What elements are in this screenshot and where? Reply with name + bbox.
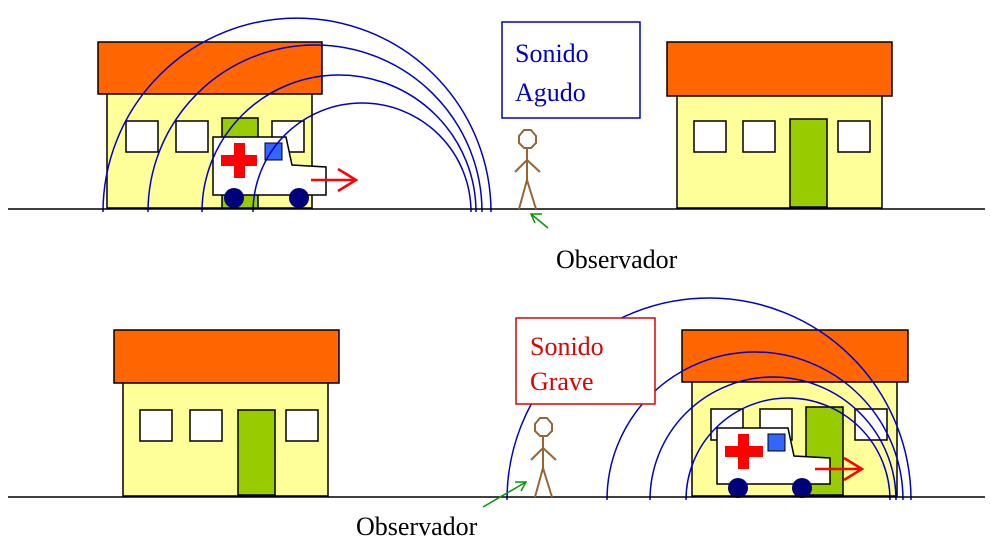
sound-wave xyxy=(685,397,891,501)
house-roof xyxy=(97,41,323,95)
house-window xyxy=(139,409,173,442)
figure-leg xyxy=(542,467,553,498)
sound-waves-bottom xyxy=(506,297,912,501)
house-door xyxy=(237,409,276,496)
top-panel: Sonido Agudo Observador xyxy=(8,17,985,274)
figure-arm xyxy=(530,447,544,461)
house-window xyxy=(742,120,776,153)
sound-wave xyxy=(606,351,904,501)
bottom-panel: Sonido Grave Observador xyxy=(8,297,985,541)
motion-arrow xyxy=(311,167,359,193)
red-cross-icon xyxy=(234,143,245,178)
house-window xyxy=(837,120,871,153)
observer-label-top: Observador xyxy=(556,245,678,274)
house-window xyxy=(285,409,319,442)
house-window xyxy=(175,120,209,153)
label-sonido-top: Sonido xyxy=(515,39,589,68)
figure-arm xyxy=(514,159,528,173)
house-roof xyxy=(113,329,340,384)
sound-wave xyxy=(252,102,472,213)
ambulance-window xyxy=(767,433,786,452)
wheel-icon xyxy=(289,188,309,208)
house-door xyxy=(789,118,828,208)
figure-leg xyxy=(518,179,528,210)
figure-head xyxy=(534,417,553,437)
wheel-icon xyxy=(792,478,812,498)
sound-wave xyxy=(506,297,912,501)
ambulance-icon xyxy=(212,136,327,208)
house-window xyxy=(189,409,223,442)
ambulance-icon xyxy=(716,427,831,498)
label-box-agudo xyxy=(501,21,641,119)
observer-arrow xyxy=(529,213,549,229)
sound-wave xyxy=(649,376,897,501)
house-right-top xyxy=(666,41,893,209)
house-roof xyxy=(681,329,909,383)
label-box-grave xyxy=(515,317,656,405)
wheel-icon xyxy=(224,188,244,208)
motion-arrow xyxy=(815,456,865,482)
stick-figure-icon xyxy=(530,417,557,498)
observer-arrow xyxy=(482,481,528,508)
label-agudo: Agudo xyxy=(515,78,586,107)
house-roof xyxy=(666,41,893,97)
wheel-icon xyxy=(728,478,748,498)
figure-arm xyxy=(526,159,541,173)
figure-arm xyxy=(542,447,557,461)
figure-leg xyxy=(526,179,537,210)
red-cross-icon xyxy=(738,434,749,469)
figure-head xyxy=(518,129,537,149)
label-grave: Grave xyxy=(530,367,594,396)
sound-wave xyxy=(201,74,477,213)
house-left-bottom xyxy=(113,329,340,497)
house-window xyxy=(125,120,159,153)
sound-wave xyxy=(147,44,483,213)
house-window xyxy=(693,120,727,153)
observer-label-bottom: Observador xyxy=(356,512,478,541)
sound-wave xyxy=(102,17,492,213)
figure-leg xyxy=(534,467,544,498)
sound-waves-top xyxy=(102,17,492,213)
stick-figure-icon xyxy=(514,129,541,210)
label-sonido-bottom: Sonido xyxy=(530,332,604,361)
